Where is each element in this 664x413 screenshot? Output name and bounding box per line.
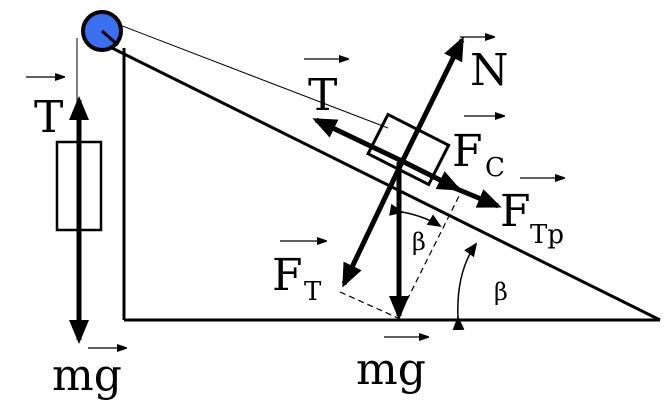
perpendicular-force-subscript: T xyxy=(304,277,322,307)
block-weight-label: mg xyxy=(356,344,426,395)
vector-arrows xyxy=(26,37,562,348)
perpendicular-force-arrow xyxy=(341,160,405,288)
along-slope-force-subscript: Tp xyxy=(530,220,564,250)
along-slope-force-label: F xyxy=(500,186,531,237)
perpendicular-force-label: F xyxy=(272,250,303,301)
angle-label-block: β xyxy=(412,228,426,256)
block-tension-arrow xyxy=(312,117,406,165)
angle-arc-block xyxy=(389,203,442,228)
incline-plane xyxy=(111,46,661,322)
along-slope-force-arrow xyxy=(439,179,502,209)
hanging-weight-label: mg xyxy=(52,350,122,401)
pulley xyxy=(81,10,123,52)
normal-force-label: N xyxy=(470,45,509,96)
hanging-tension-label: T xyxy=(34,92,63,143)
angle-label-base: β xyxy=(494,278,508,306)
normal-force-arrow xyxy=(399,36,465,164)
angle-arc-base xyxy=(452,242,478,331)
block-tension-label: T xyxy=(308,70,337,121)
rope-to-block xyxy=(111,21,389,129)
friction-force-label: F xyxy=(452,126,483,177)
friction-force-subscript: C xyxy=(485,153,505,183)
